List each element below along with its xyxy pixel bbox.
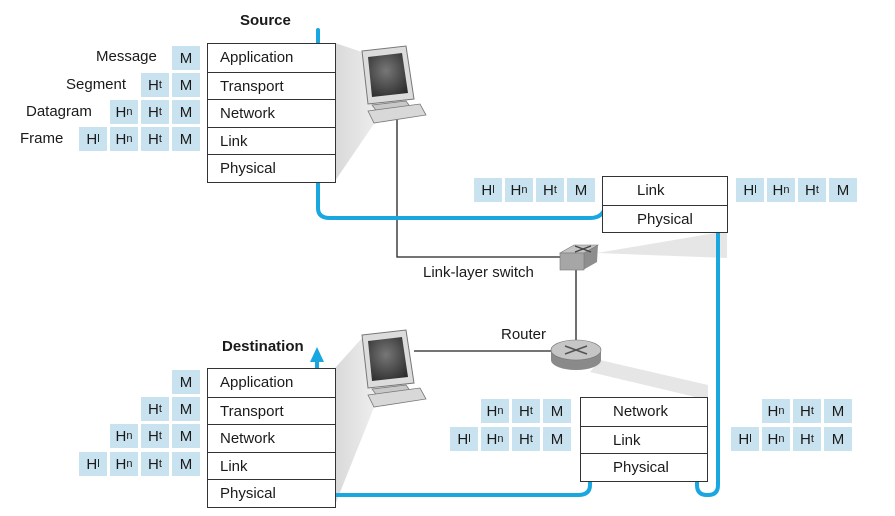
message-box: M [543, 399, 571, 423]
message-box: M [172, 424, 200, 448]
message-box: M [172, 452, 200, 476]
layer-application: Application [220, 49, 294, 66]
network-links [396, 117, 577, 352]
pdu-label-frame: Frame [20, 130, 64, 147]
pdu-label-message: Message [96, 48, 157, 65]
message-box: M [829, 178, 857, 202]
layer-network: Network [613, 403, 669, 420]
message-box: M [172, 370, 200, 394]
layer-link: Link [208, 126, 335, 155]
switch-label: Link-layer switch [423, 264, 534, 281]
dest-pdu-message: M [172, 370, 200, 394]
message-box: M [172, 127, 200, 151]
layer-physical: Physical [603, 204, 727, 233]
message-box: M [172, 46, 200, 70]
arrow-head-icon [310, 347, 324, 362]
pdu-label-segment: Segment [66, 76, 127, 93]
router-icon [550, 339, 602, 370]
layer-transport: Transport [208, 71, 335, 100]
destination-protocol-stack: Application Transport Network Link Physi… [207, 368, 336, 508]
switch-icon [558, 244, 600, 271]
layer-link: Link [581, 425, 707, 454]
message-box: M [824, 399, 852, 423]
layer-network: Network [208, 424, 335, 452]
computer-icon [361, 329, 427, 408]
layer-physical: Physical [208, 479, 335, 507]
switch-protocol-stack: Link Physical [602, 176, 728, 233]
message-box: M [172, 397, 200, 421]
layer-physical: Physical [208, 154, 335, 182]
router-protocol-stack: Network Link Physical [580, 397, 708, 482]
computer-icon [361, 45, 427, 124]
layer-application: Application [220, 374, 294, 391]
source-pdu-message: M [172, 46, 200, 70]
message-box: M [172, 73, 200, 97]
destination-title: Destination [222, 338, 304, 355]
pdu-label-datagram: Datagram [26, 103, 92, 120]
message-box: M [172, 100, 200, 124]
source-protocol-stack: Application Transport Network Link Physi… [207, 43, 336, 183]
switch-shadow [597, 231, 727, 258]
layer-link: Link [637, 182, 665, 199]
message-box: M [567, 178, 595, 202]
message-box: M [543, 427, 571, 451]
layer-link: Link [208, 451, 335, 480]
router-label: Router [501, 326, 547, 343]
router-shadow [590, 360, 708, 400]
layer-network: Network [208, 99, 335, 127]
source-title: Source [240, 12, 291, 29]
message-box: M [824, 427, 852, 451]
layer-physical: Physical [581, 453, 707, 481]
layer-transport: Transport [208, 396, 335, 425]
